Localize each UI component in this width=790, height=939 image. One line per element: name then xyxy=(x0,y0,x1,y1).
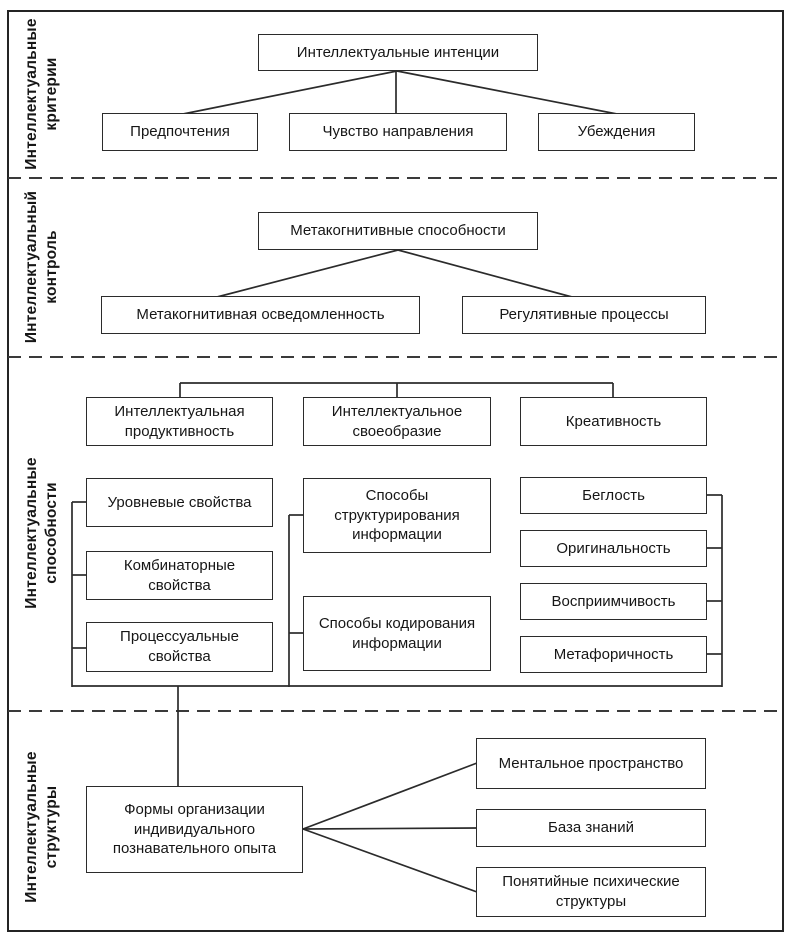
node-fluency: Беглость xyxy=(520,477,707,514)
node-metacognitive-awareness: Метакогнитивная осведомленность xyxy=(101,296,420,334)
section-label-intellectual-structures: Интеллектуальные структуры xyxy=(23,751,60,903)
node-creativity: Креативность xyxy=(520,397,707,446)
node-information-coding-methods: Способы кодирования информации xyxy=(303,596,491,671)
section-separator-1 xyxy=(8,177,782,179)
node-metacognitive-abilities: Метакогнитивные способности xyxy=(258,212,538,250)
node-organization-forms: Формы организации индивидуального познав… xyxy=(86,786,303,873)
node-receptivity: Восприимчивость xyxy=(520,583,707,620)
section-label-intellectual-control: Интеллектуальный контроль xyxy=(23,190,60,344)
node-information-structuring-methods: Способы структурирования информации xyxy=(303,478,491,553)
node-originality: Оригинальность xyxy=(520,530,707,567)
node-combinatorial-properties: Комбинаторные свойства xyxy=(86,551,273,600)
node-knowledge-base: База знаний xyxy=(476,809,706,847)
section-label-intellectual-abilities: Интеллектуальные способности xyxy=(23,457,60,609)
node-intellectual-productivity: Интеллектуальная продуктивность xyxy=(86,397,273,446)
section-separator-2 xyxy=(8,356,782,358)
section-separator-3 xyxy=(8,710,782,712)
node-mental-space: Ментальное пространство xyxy=(476,738,706,789)
node-intellectual-intentions: Интеллектуальные интенции xyxy=(258,34,538,71)
node-intellectual-uniqueness: Интеллектуальное своеобразие xyxy=(303,397,491,446)
node-metaphoricity: Метафоричность xyxy=(520,636,707,673)
node-level-properties: Уровневые свойства xyxy=(86,478,273,527)
node-procedural-properties: Процессуальные свойства xyxy=(86,622,273,672)
node-conceptual-psychic-structures: Понятийные психические структуры xyxy=(476,867,706,917)
node-sense-of-direction: Чувство направления xyxy=(289,113,507,151)
node-beliefs: Убеждения xyxy=(538,113,695,151)
diagram-outer-border xyxy=(7,10,784,932)
node-regulative-processes: Регулятивные процессы xyxy=(462,296,706,334)
node-preferences: Предпочтения xyxy=(102,113,258,151)
